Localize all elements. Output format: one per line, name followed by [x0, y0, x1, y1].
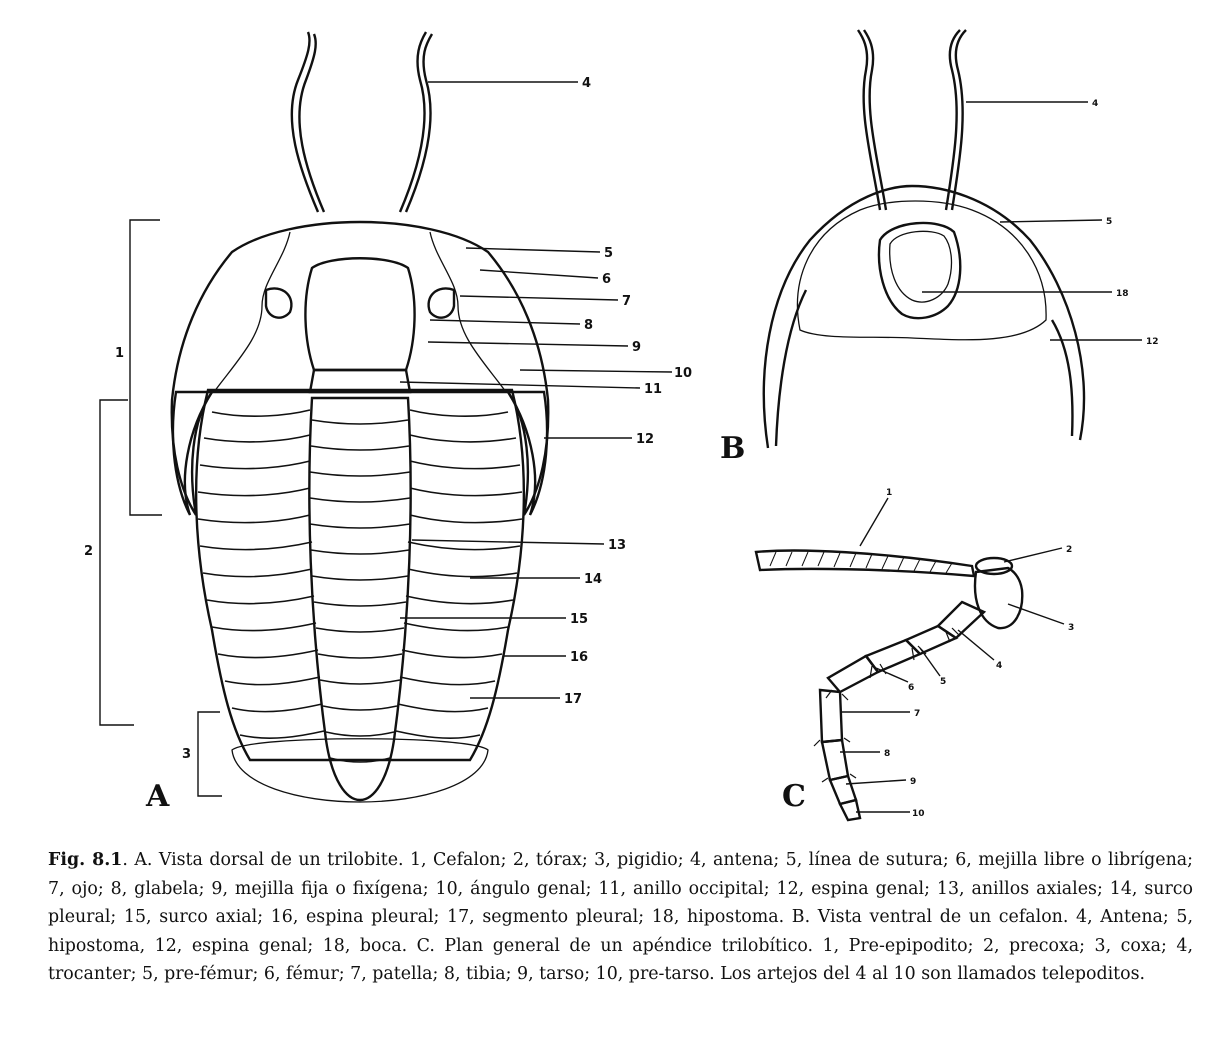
label-a-17: 17 [564, 692, 582, 707]
label-a-4: 4 [582, 76, 591, 91]
label-a-10: 10 [674, 366, 692, 381]
thorax [196, 390, 524, 760]
label-a-11: 11 [644, 382, 662, 397]
label-a-8: 8 [584, 318, 593, 333]
occipital-ring [310, 370, 410, 392]
glabella [305, 258, 414, 370]
panel-a-brackets [100, 220, 222, 796]
label-c-4: 4 [996, 661, 1002, 671]
label-c-9: 9 [910, 777, 916, 787]
panel-c-letter: C [782, 779, 806, 814]
label-a-14: 14 [584, 572, 602, 587]
label-c-1: 1 [886, 488, 892, 498]
pygidium [232, 739, 488, 802]
label-a-7: 7 [622, 294, 631, 309]
label-a-2: 2 [84, 544, 93, 559]
label-c-2: 2 [1066, 545, 1072, 555]
label-b-18: 18 [1116, 289, 1129, 299]
label-a-3: 3 [182, 747, 191, 762]
label-c-6: 6 [908, 683, 914, 693]
figure-caption-label: Fig. 8.1 [48, 850, 122, 870]
eye-right [429, 288, 454, 317]
cephalon [172, 222, 549, 515]
label-a-15: 15 [570, 612, 588, 627]
panel-a-letter: A [145, 779, 170, 814]
label-a-5: 5 [604, 246, 613, 261]
label-c-10: 10 [912, 809, 925, 819]
eye-left [266, 288, 291, 317]
label-a-1: 1 [115, 346, 124, 361]
panel-c-leaders [840, 498, 1064, 812]
panel-a-labels: 1 2 3 4 5 6 7 8 9 10 11 12 13 14 15 16 1… [84, 76, 692, 814]
trilobite-figure: 1 2 3 4 5 6 7 8 9 10 11 12 13 14 15 16 1… [0, 0, 1217, 830]
label-a-13: 13 [608, 538, 626, 553]
label-a-12: 12 [636, 432, 654, 447]
panel-b-drawing [764, 30, 1084, 448]
label-c-7: 7 [914, 709, 920, 719]
label-b-12: 12 [1146, 337, 1159, 347]
figure-caption-text: . A. Vista dorsal de un trilobite. 1, Ce… [48, 850, 1193, 984]
label-c-3: 3 [1068, 623, 1074, 633]
label-b-4: 4 [1092, 99, 1098, 109]
label-a-6: 6 [602, 272, 611, 287]
label-c-8: 8 [884, 749, 890, 759]
label-b-5: 5 [1106, 217, 1112, 227]
panel-b-letter: B [720, 431, 745, 466]
label-c-5: 5 [940, 677, 946, 687]
label-a-9: 9 [632, 340, 641, 355]
panel-a-drawing [172, 32, 549, 802]
label-a-16: 16 [570, 650, 588, 665]
panel-c-labels: 1 2 3 4 5 6 7 8 9 10 C [782, 488, 1074, 819]
figure-caption: Fig. 8.1. A. Vista dorsal de un trilobit… [48, 846, 1193, 989]
